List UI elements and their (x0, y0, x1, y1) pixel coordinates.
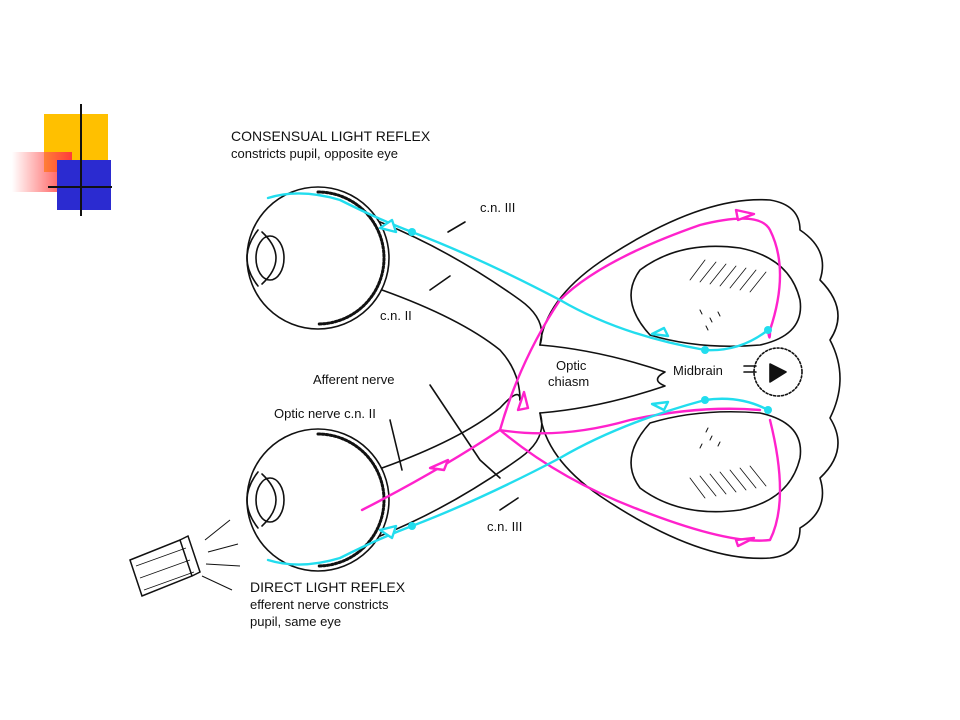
cn3-bottom-label: c.n. III (487, 519, 523, 534)
upper-lobe-hatching (689, 259, 767, 293)
bottom-optic-nerve-lower-edge (379, 412, 543, 537)
direct-reflex-title: DIRECT LIGHT REFLEX (250, 579, 406, 595)
afferent-nerve-label: Afferent nerve (313, 372, 395, 387)
afferent-to-top (360, 217, 782, 512)
cn3-top-label: c.n. III (480, 200, 516, 215)
midbrain-label: Midbrain (673, 363, 723, 378)
afferent-arrow-3 (734, 208, 756, 222)
bottom-eyeball (246, 428, 390, 572)
top-optic-nerve-upper-edge (379, 221, 543, 346)
top-eyeball (246, 186, 390, 330)
bottom-iris (261, 473, 277, 527)
afferent-pathway (360, 208, 782, 548)
direct-reflex-subtitle-2: pupil, same eye (250, 614, 342, 629)
efferent-arrow-1 (378, 218, 398, 234)
upper-lobe-stipple (699, 309, 721, 331)
decorative-vertical-line (80, 104, 82, 216)
midbrain-section (753, 347, 803, 397)
efferent-arrow-3 (650, 326, 670, 338)
afferent-arrow-4 (734, 536, 756, 548)
brain-outline (539, 198, 841, 560)
direct-reflex-subtitle-1: efferent nerve constricts (250, 597, 389, 612)
efferent-arrow-4 (650, 400, 670, 412)
consensual-reflex-subtitle: constricts pupil, opposite eye (231, 146, 398, 161)
efferent-top (266, 192, 770, 352)
lower-lobe-hatching (689, 465, 767, 499)
optic-chiasm-label-line1: Optic (556, 358, 587, 373)
decorative-horizontal-line (48, 186, 112, 188)
aqueduct-icon (769, 363, 787, 383)
efferent-arrow-2 (378, 524, 398, 540)
bottom-cornea (246, 471, 259, 529)
lower-lobe (630, 410, 802, 513)
optic-chiasm-label-line2: chiasm (548, 374, 590, 389)
top-lens (255, 235, 285, 281)
afferent-crossing (498, 407, 762, 435)
leader-cn2-top (429, 275, 451, 291)
top-retina (316, 190, 386, 326)
leader-cn3-top (447, 221, 466, 233)
optic-nerve-label: Optic nerve c.n. II (274, 406, 376, 421)
decorative-blue-square (57, 160, 111, 210)
top-iris (261, 231, 277, 285)
bottom-optic-nerve-upper-edge (381, 393, 521, 469)
consensual-reflex-title: CONSENSUAL LIGHT REFLEX (231, 128, 431, 144)
efferent-synapse-dots (408, 228, 772, 530)
bottom-retina (316, 432, 386, 568)
afferent-to-bottom (498, 418, 782, 542)
midbrain-notch (539, 344, 666, 414)
afferent-arrow-2 (516, 390, 530, 412)
midbrain-pointer (743, 365, 757, 373)
leader-afferent (429, 384, 501, 479)
flashlight-icon (129, 519, 241, 597)
leader-cn3-bottom (499, 497, 519, 511)
top-optic-nerve-lower-edge (381, 289, 521, 401)
upper-lobe (630, 245, 802, 348)
leader-optic-nerve (389, 419, 403, 471)
top-cornea (246, 229, 259, 287)
bottom-lens (255, 477, 285, 523)
cn2-top-label: c.n. II (380, 308, 412, 323)
afferent-arrow-1 (428, 458, 450, 472)
lower-lobe-stipple (699, 427, 721, 449)
